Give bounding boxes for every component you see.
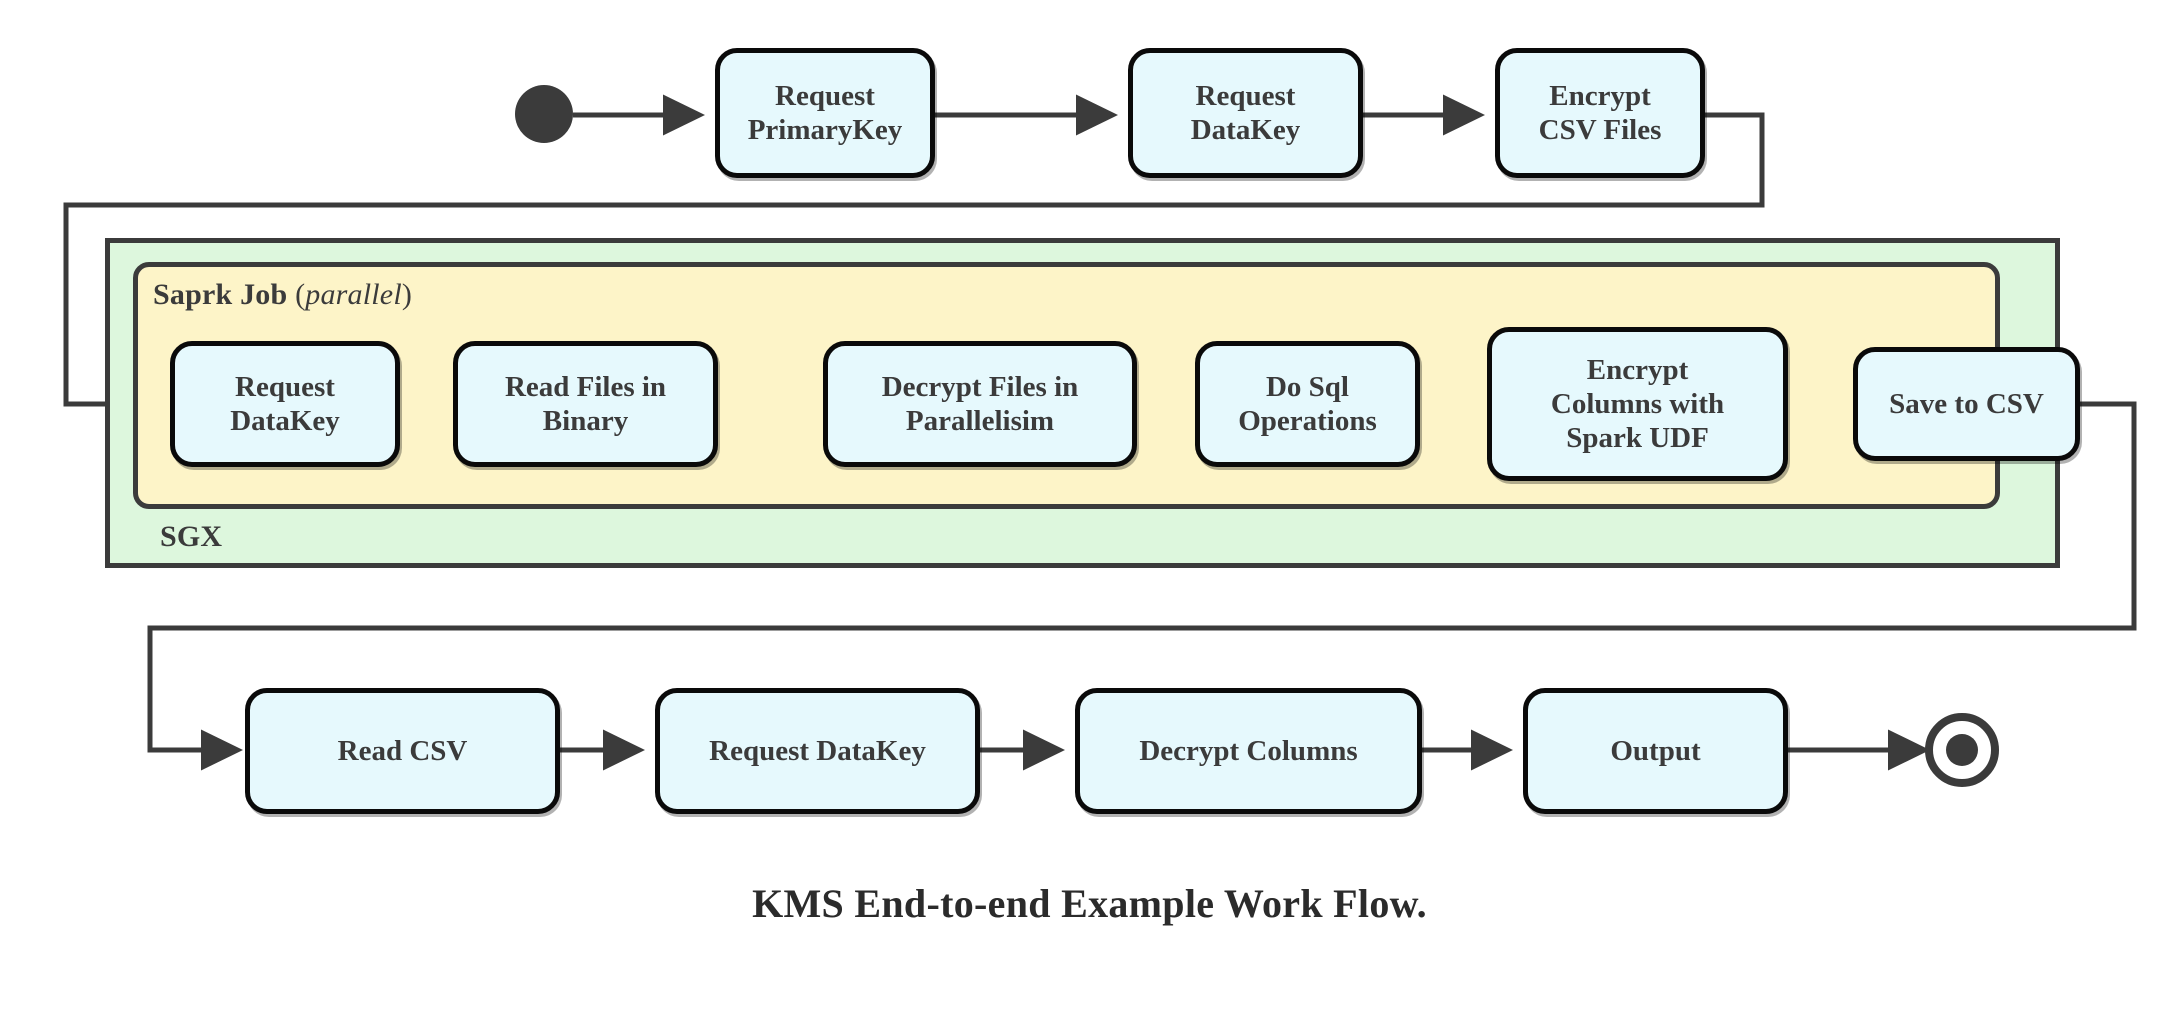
- node-line: CSV Files: [1538, 114, 1662, 146]
- initial-state-node: [515, 85, 573, 143]
- node-do-sql-operations[interactable]: Do Sql Operations: [1195, 341, 1420, 467]
- node-decrypt-columns[interactable]: Decrypt Columns: [1075, 688, 1422, 814]
- node-line: Operations: [1238, 405, 1377, 437]
- node-line: Request DataKey: [709, 734, 926, 767]
- node-line: DataKey: [230, 405, 340, 437]
- node-line: Request: [235, 370, 335, 403]
- node-save-to-csv[interactable]: Save to CSV: [1853, 347, 2080, 461]
- node-output[interactable]: Output: [1523, 688, 1788, 814]
- node-read-csv[interactable]: Read CSV: [245, 688, 560, 814]
- node-line: DataKey: [1190, 114, 1301, 146]
- sgx-label: SGX: [160, 520, 223, 553]
- node-line: Spark UDF: [1566, 422, 1709, 455]
- node-request-primarykey[interactable]: Request PrimaryKey: [715, 48, 935, 178]
- final-state-inner-dot: [1945, 733, 1979, 767]
- node-request-datakey-top[interactable]: Request DataKey: [1128, 48, 1363, 178]
- node-line: Do Sql: [1265, 370, 1349, 403]
- node-line: Columns with: [1550, 387, 1725, 420]
- node-line: Request: [1195, 79, 1296, 112]
- node-encrypt-csv-files[interactable]: Encrypt CSV Files: [1495, 48, 1705, 178]
- spark-job-modifier: parallel: [305, 278, 402, 311]
- spark-job-modifier-open: (: [295, 278, 306, 311]
- node-line: PrimaryKey: [747, 114, 903, 146]
- node-encrypt-columns-with-spark-udf[interactable]: Encrypt Columns with Spark UDF: [1487, 327, 1788, 481]
- node-request-datakey-spark[interactable]: Request DataKey: [170, 341, 400, 467]
- spark-job-label: Saprk Job (parallel): [153, 278, 412, 312]
- node-line: Save to CSV: [1889, 387, 2044, 420]
- spark-job-label-text: Saprk Job: [153, 278, 288, 311]
- final-state-node: [1925, 713, 1999, 787]
- node-line: Decrypt Columns: [1139, 734, 1358, 767]
- node-line: Encrypt: [1549, 79, 1651, 112]
- node-decrypt-files-in-parallelisim[interactable]: Decrypt Files in Parallelisim: [823, 341, 1137, 467]
- node-read-files-in-binary[interactable]: Read Files in Binary: [453, 341, 718, 467]
- node-request-datakey-bottom[interactable]: Request DataKey: [655, 688, 980, 814]
- node-line: Read Files in: [504, 370, 667, 403]
- node-line: Binary: [542, 405, 629, 437]
- spark-job-modifier-close: ): [401, 278, 413, 311]
- node-line: Output: [1610, 734, 1701, 767]
- node-line: Read CSV: [337, 734, 468, 767]
- node-line: Decrypt Files in: [881, 370, 1079, 403]
- node-line: Parallelisim: [905, 405, 1055, 437]
- diagram-caption: KMS End-to-end Example Work Flow.: [752, 881, 1427, 926]
- node-line: Request: [775, 79, 875, 112]
- node-line: Encrypt: [1586, 353, 1689, 386]
